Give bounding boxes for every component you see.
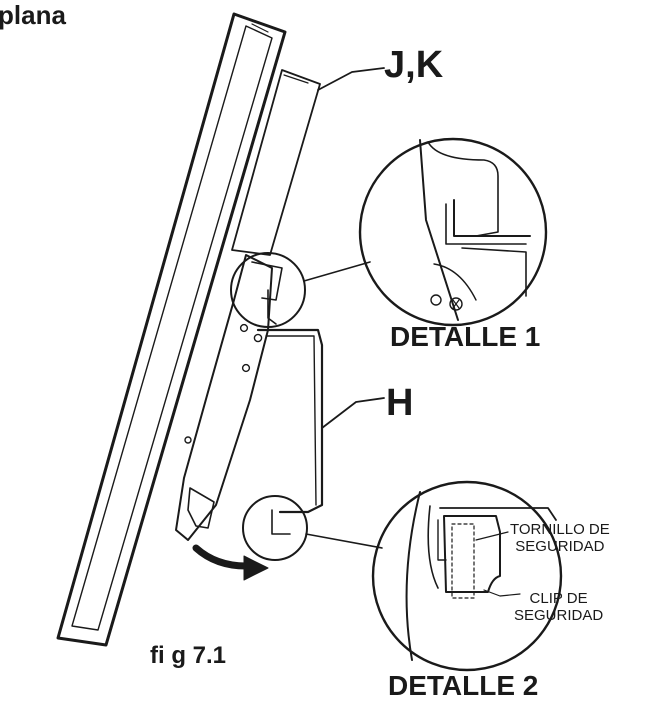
label-security-screw-line2: SEGURIDAD: [515, 538, 605, 556]
label-h: H: [386, 382, 414, 424]
curved-arrow-icon: [192, 544, 269, 581]
detail-1-view: [358, 137, 548, 327]
label-security-clip-line1: CLIP DE: [529, 590, 588, 607]
leader-h: [321, 397, 385, 429]
monitor-panel: [56, 12, 321, 647]
label-detail-2: DETALLE 2: [388, 670, 539, 701]
stand-bracket-h: [175, 254, 324, 541]
label-jk: J,K: [384, 44, 444, 86]
label-security-clip-line2: SEGURIDAD: [514, 607, 604, 625]
figure-caption: fi g 7.1: [150, 642, 227, 669]
detail-2-view: [371, 480, 563, 672]
label-security-screw: TORNILLO DE SEGURIDAD: [510, 521, 610, 556]
label-detail-1: DETALLE 1: [390, 321, 541, 352]
label-security-clip: CLIP DE SEGURIDAD: [514, 590, 603, 625]
detail-1-marker: [230, 252, 371, 328]
header-text: plana: [0, 0, 66, 30]
leader-jk: [317, 67, 385, 91]
label-security-screw-line1: TORNILLO DE: [510, 521, 610, 538]
detail-2-marker: [242, 495, 383, 561]
screw-holes: [184, 323, 263, 444]
